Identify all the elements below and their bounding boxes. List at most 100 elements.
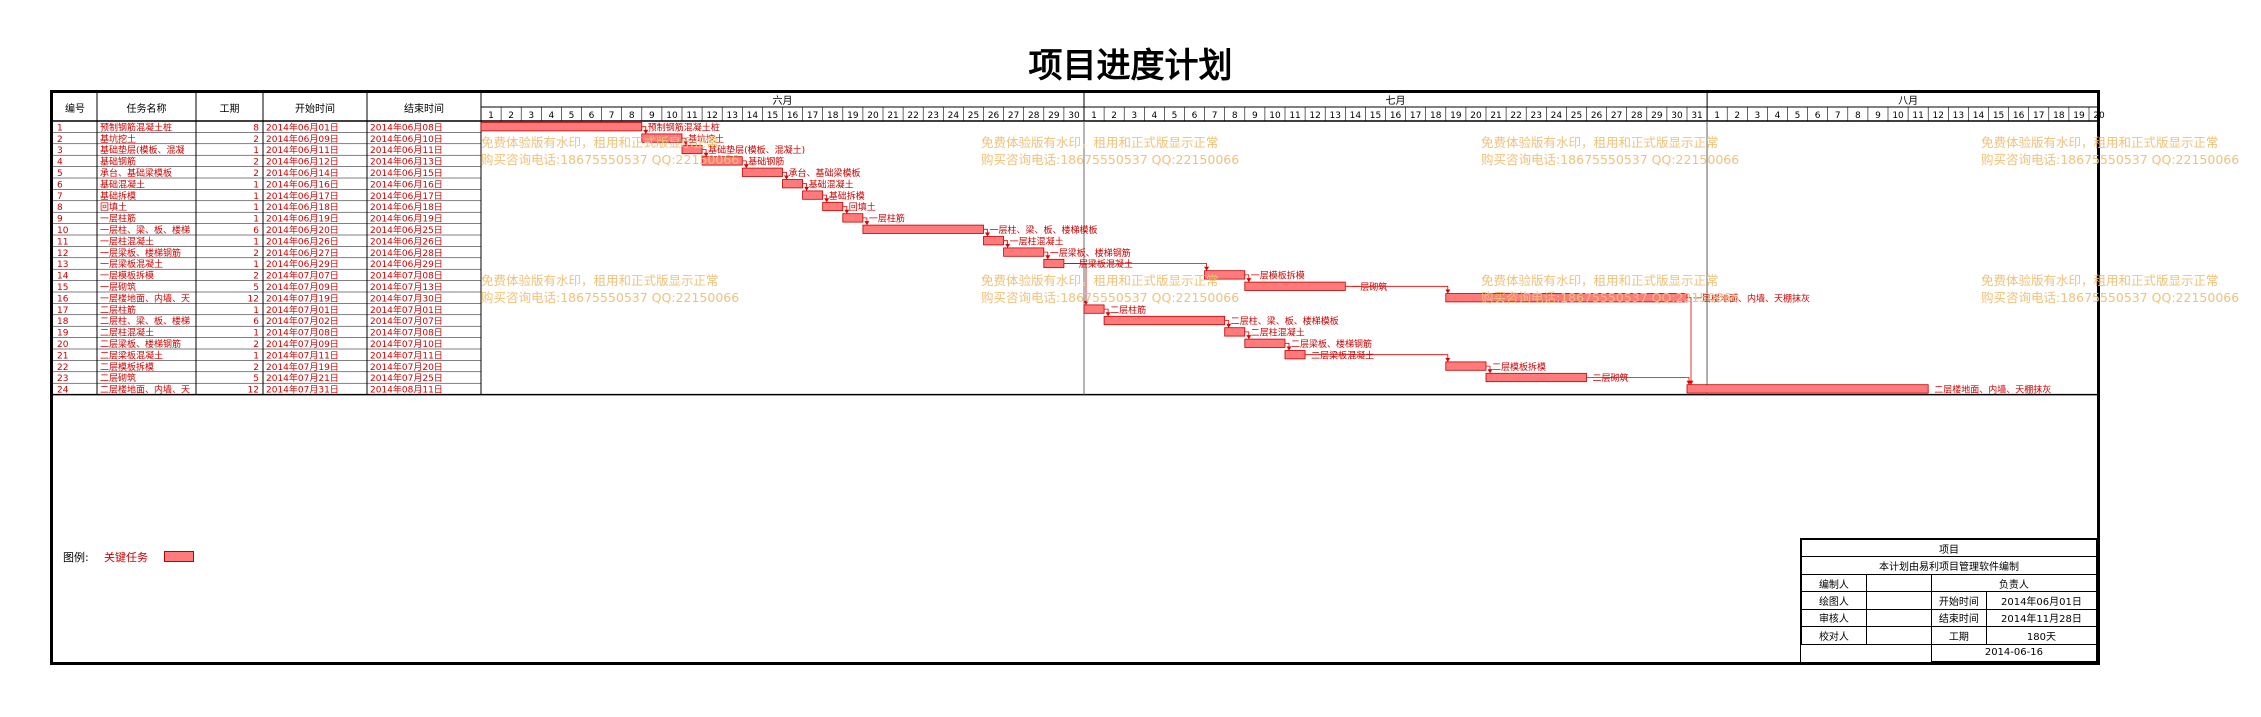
- task-start: 2014年07月19日: [266, 361, 339, 373]
- task-end: 2014年07月25日: [370, 372, 443, 384]
- task-start: 2014年06月01日: [266, 121, 339, 133]
- task-name: 一层柱、梁、板、楼梯: [100, 224, 190, 236]
- day-label: 8: [1855, 111, 1861, 121]
- task-end: 2014年07月11日: [370, 349, 443, 361]
- task-name: 基础混凝土: [100, 178, 145, 190]
- task-id: 21: [57, 351, 68, 361]
- info-owner-label: 负责人: [1930, 573, 2098, 593]
- task-name: 二层柱、梁、板、楼梯: [100, 315, 190, 327]
- day-label: 14: [747, 111, 759, 121]
- day-label: 11: [1289, 111, 1300, 121]
- task-name: 二层柱混凝土: [100, 327, 154, 339]
- task-duration: 2: [253, 363, 259, 373]
- bar-label: 二层梁板混凝土: [1311, 349, 1374, 361]
- day-label: 21: [887, 111, 898, 121]
- day-label: 20: [1470, 111, 1482, 121]
- day-label: 28: [1028, 111, 1040, 121]
- day-label: 6: [589, 111, 595, 121]
- dependency-arrow: [1445, 289, 1451, 294]
- task-id: 19: [57, 329, 69, 339]
- task-end: 2014年06月11日: [370, 144, 443, 156]
- task-end: 2014年06月13日: [370, 156, 443, 168]
- bar-label: 基础混凝土: [809, 178, 854, 190]
- info-duration-label: 工期: [1930, 626, 1987, 645]
- day-label: 10: [1269, 111, 1281, 121]
- day-label: 4: [1151, 111, 1157, 121]
- task-name: 预制钢筋混凝土桩: [100, 121, 172, 133]
- day-label: 7: [1835, 111, 1841, 121]
- task-name: 基坑挖土: [100, 133, 136, 145]
- task-start: 2014年06月19日: [266, 213, 339, 225]
- task-bar: [1284, 350, 1306, 360]
- watermark-line2: 购买咨询电话:18675550537 QQ:22150066: [1981, 290, 2239, 305]
- task-bar: [1485, 372, 1587, 383]
- task-start: 2014年06月20日: [266, 224, 339, 236]
- task-start: 2014年06月16日: [266, 178, 339, 190]
- task-end: 2014年07月30日: [370, 292, 443, 304]
- month-label: 七月: [1386, 95, 1406, 107]
- task-start: 2014年06月14日: [266, 167, 339, 179]
- task-id: 24: [57, 386, 69, 396]
- task-end: 2014年06月10日: [370, 133, 443, 145]
- watermark-line1: 免费体验版有水印，租用和正式版显示正常: [981, 135, 1219, 150]
- task-duration: 2: [253, 169, 259, 179]
- dependency-arrow: [1045, 255, 1051, 260]
- task-duration: 12: [248, 294, 259, 304]
- task-name: 基础钢筋: [100, 156, 136, 168]
- bar-label: 一层柱混凝土: [1010, 235, 1064, 247]
- column-header: 开始时间: [295, 102, 335, 115]
- task-id: 22: [57, 363, 68, 373]
- task-start: 2014年06月09日: [266, 133, 339, 145]
- task-duration: 6: [253, 317, 259, 327]
- dependency-arrow: [1005, 243, 1011, 248]
- watermark-line2: 购买咨询电话:18675550537 QQ:22150066: [1481, 290, 1739, 305]
- task-id: 3: [57, 146, 63, 156]
- dependency-arrow: [864, 221, 870, 226]
- info-checker-label: 校对人: [1801, 626, 1867, 645]
- watermark-line2: 购买咨询电话:18675550537 QQ:22150066: [1481, 152, 1739, 167]
- day-label: 6: [1815, 111, 1821, 121]
- task-end: 2014年06月16日: [370, 178, 443, 190]
- day-label: 23: [1531, 111, 1542, 121]
- info-end-value: 2014年11月28日: [1985, 608, 2098, 628]
- bar-label: 预制钢筋混凝土桩: [648, 121, 720, 133]
- task-duration: 2: [253, 340, 259, 350]
- dependency-arrow: [1445, 357, 1451, 362]
- day-label: 5: [569, 111, 575, 121]
- day-label: 9: [1875, 111, 1881, 121]
- dependency-arrow: [1083, 300, 1089, 305]
- task-duration: 1: [253, 215, 259, 225]
- task-name: 一层柱筋: [100, 213, 136, 225]
- dependency-arrow: [643, 129, 649, 134]
- task-id: 16: [57, 294, 69, 304]
- task-start: 2014年06月27日: [266, 247, 339, 259]
- bar-label: 一层柱筋: [869, 213, 905, 225]
- dependency-arrow: [804, 186, 810, 191]
- task-start: 2014年07月01日: [266, 304, 339, 316]
- task-bar: [1244, 338, 1286, 348]
- legend-critical-swatch: [164, 551, 194, 562]
- day-label: 7: [1212, 111, 1218, 121]
- task-name: 二层模板拆模: [100, 361, 154, 373]
- day-label: 13: [727, 111, 738, 121]
- task-start: 2014年07月02日: [266, 315, 339, 327]
- task-bar: [1224, 327, 1246, 337]
- task-start: 2014年07月09日: [266, 338, 339, 350]
- info-project: 项目: [1801, 538, 2097, 558]
- dependency-arrow: [683, 141, 689, 146]
- day-label: 1: [1091, 111, 1097, 121]
- bar-label: 一层梁板混凝土: [1070, 258, 1133, 270]
- info-end-label: 结束时间: [1930, 608, 1987, 628]
- task-name: 二层砌筑: [100, 372, 136, 384]
- task-name: 一层砌筑: [100, 281, 136, 293]
- day-label: 1: [488, 111, 494, 121]
- task-id: 8: [57, 203, 63, 213]
- day-label: 16: [2013, 111, 2025, 121]
- day-label: 24: [1551, 111, 1563, 121]
- watermark-line2: 购买咨询电话:18675550537 QQ:22150066: [481, 152, 739, 167]
- task-duration: 2: [253, 158, 259, 168]
- task-start: 2014年07月08日: [266, 327, 339, 339]
- month-label: 六月: [773, 95, 793, 107]
